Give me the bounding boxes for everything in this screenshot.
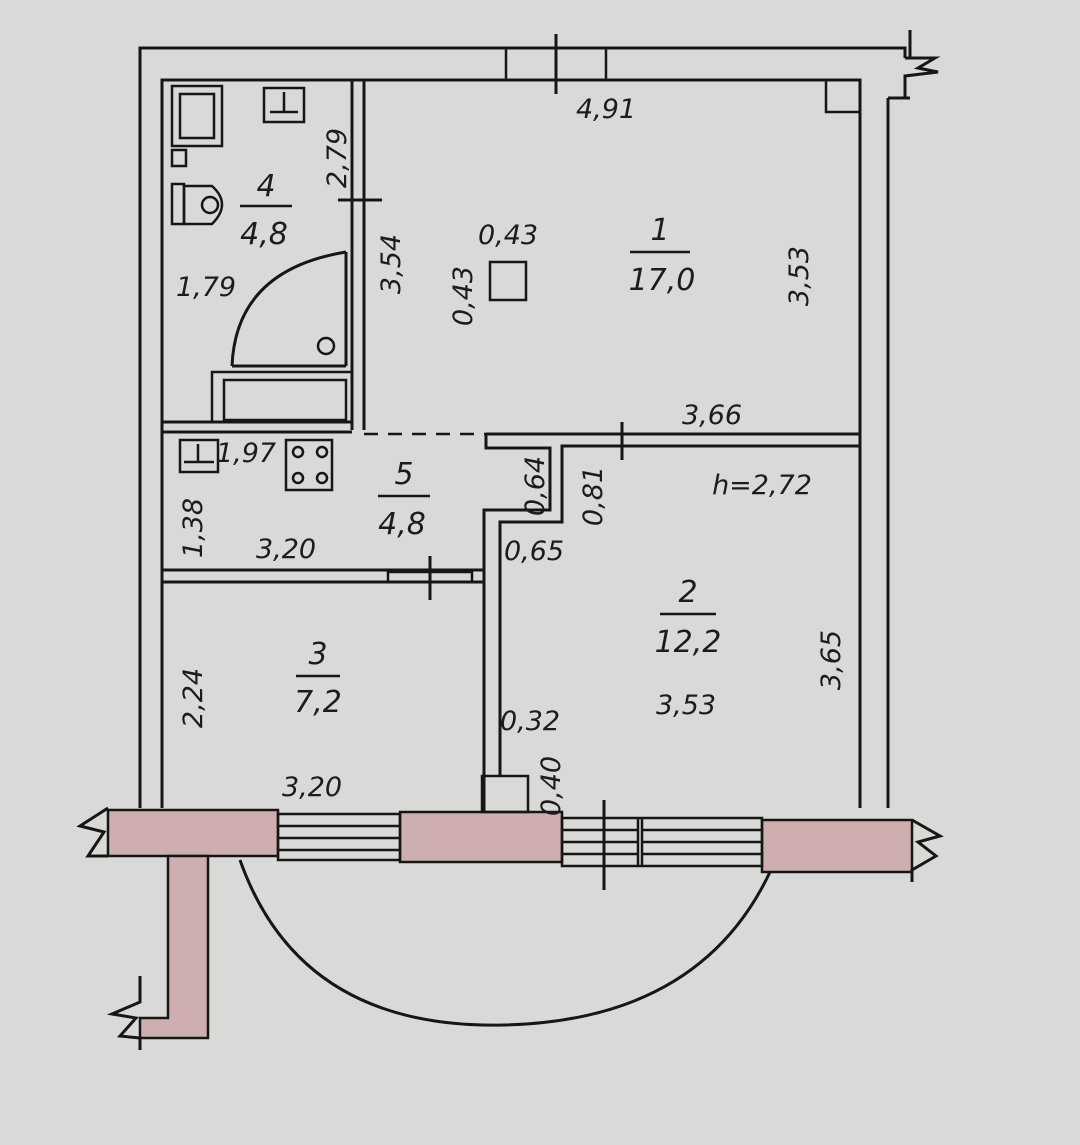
room-area-5: 4,8	[378, 507, 426, 542]
dim-column-side: 0,43	[448, 266, 479, 326]
socket-icon	[262, 86, 306, 124]
room-number-4: 4	[256, 169, 275, 204]
column-icon	[488, 260, 528, 302]
dim-room2-right: 3,65	[816, 630, 847, 690]
room-area-2: 12,2	[655, 625, 722, 660]
kitchen-fixtures	[178, 438, 334, 492]
toilet-icon	[170, 182, 224, 226]
dim-hall-kitchen: 1,97	[216, 438, 276, 469]
dim-bath-side: 2,79	[322, 128, 353, 188]
dim-hall-left: 1,38	[178, 498, 209, 558]
stove-icon	[284, 438, 334, 492]
dim-room3-bottom: 3,20	[282, 772, 342, 803]
dim-room1-left: 3,54	[376, 234, 407, 294]
shower-icon	[230, 250, 348, 368]
room-number-2: 2	[678, 575, 697, 610]
dim-room3-left: 2,24	[178, 668, 209, 728]
dim-bath-left: 1,79	[176, 272, 236, 303]
balcony-outline	[238, 859, 772, 1027]
dim-room2-pier-side: 0,40	[536, 756, 567, 816]
dim-hall-bottom: 3,20	[256, 534, 316, 565]
room-number-1: 1	[650, 213, 669, 248]
shelf-icon	[210, 370, 354, 424]
room-area-4: 4,8	[240, 217, 288, 252]
dim-niche-top: 0,64	[520, 456, 551, 516]
dim-column-top: 0,43	[478, 220, 538, 251]
dim-room2-pier: 0,32	[500, 706, 560, 737]
room-area-3: 7,2	[294, 685, 342, 720]
dim-niche-side: 0,81	[578, 466, 609, 526]
dim-room2-width: 3,53	[656, 690, 716, 721]
dim-room1-top: 4,91	[576, 94, 636, 125]
washbasin-icon	[170, 84, 224, 148]
bathroom-fixtures	[170, 84, 354, 424]
sink-icon	[178, 438, 220, 474]
room-number-5: 5	[394, 457, 413, 492]
dim-room1-bottom: 3,66	[682, 400, 742, 431]
facade-wall	[76, 800, 944, 1050]
dim-room1-right: 3,53	[784, 246, 815, 306]
dim-niche-bottom: 0,65	[504, 536, 564, 567]
room-area-1: 17,0	[629, 263, 696, 298]
room-number-3: 3	[308, 637, 327, 672]
exterior-walls	[138, 30, 941, 808]
dim-ceiling-height: h=2,72	[712, 470, 812, 501]
